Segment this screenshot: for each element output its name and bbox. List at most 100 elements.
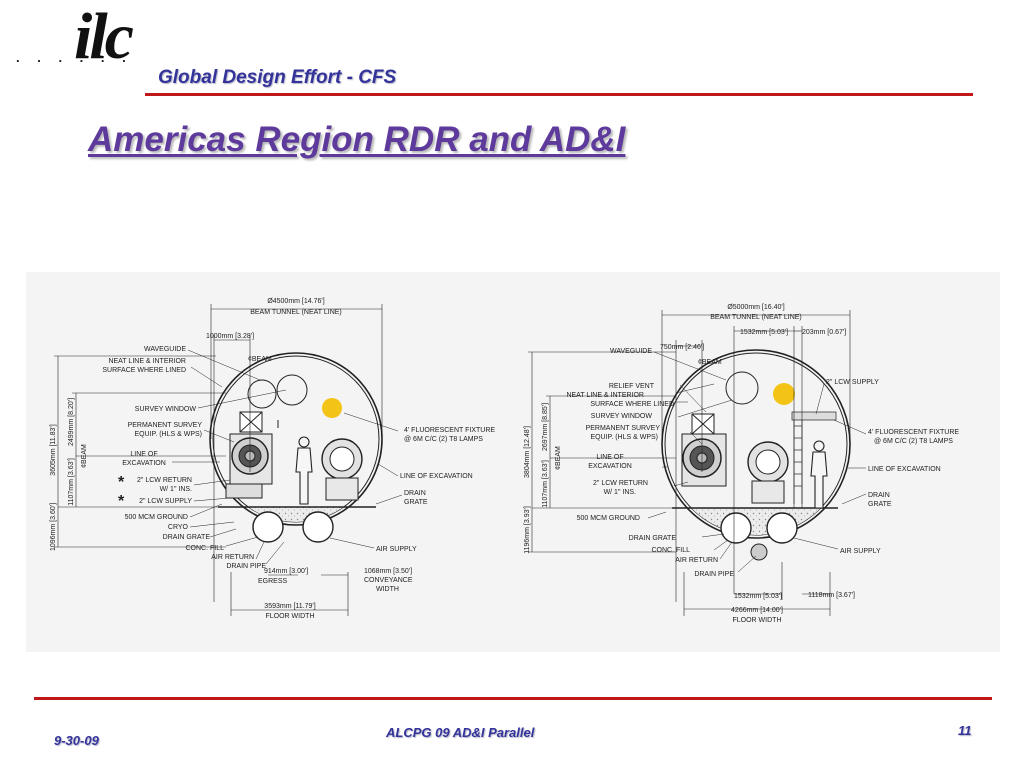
- left-drain-grate-label: DRAIN GRATE: [163, 534, 211, 541]
- footer-date: 9-30-09: [54, 733, 99, 748]
- left-concrete-fill: [213, 507, 379, 522]
- right-floor-width-label: FLOOR WIDTH: [733, 617, 782, 624]
- right-dim-750: 750mm [2.46']: [660, 344, 704, 351]
- right-drain-label-2: GRATE: [868, 501, 892, 508]
- left-waveguide-label: WAVEGUIDE: [144, 346, 186, 353]
- right-dim-2697: 2697mm [8.85']: [542, 403, 549, 451]
- left-air-supply-label: AIR SUPPLY: [376, 546, 417, 553]
- right-neat-line-label-1: NEAT LINE & INTERIOR: [566, 392, 644, 399]
- left-lcw-supply-label: 2" LCW SUPPLY: [139, 498, 192, 505]
- right-neat-line-label-2: SURFACE WHERE LINED: [590, 401, 674, 408]
- left-fluor-label-2: @ 6M C/C (2) T8 LAMPS: [404, 436, 483, 443]
- left-floor-width-label: FLOOR WIDTH: [266, 613, 315, 620]
- left-waveguide: [247, 379, 277, 409]
- right-rf-equipment: [747, 441, 789, 504]
- right-tunnel-section: [528, 310, 867, 616]
- tunnel-cross-sections-svg: Ø4500mm [14.76'] BEAM TUNNEL (NEAT LINE)…: [50, 298, 959, 624]
- right-lcw-return-1: 2" LCW RETURN: [593, 480, 648, 487]
- left-neat-line-label-2: SURFACE WHERE LINED: [102, 367, 186, 374]
- right-dim-3804: 3804mm [12.48']: [524, 426, 531, 478]
- left-asterisk-2: *: [118, 493, 125, 510]
- right-waveguide-label: WAVEGUIDE: [610, 348, 652, 355]
- right-conc-fill-label: CONC. FILL: [651, 547, 690, 554]
- right-air-supply-label: AIR SUPPLY: [840, 548, 881, 555]
- left-beam-tunnel-label: BEAM TUNNEL (NEAT LINE): [250, 309, 342, 316]
- footer-rule: [34, 697, 992, 700]
- page-number: 11: [958, 723, 972, 738]
- left-survey-window: [276, 374, 308, 406]
- right-perm-survey-2: EQUIP. (HLS & WPS): [590, 434, 658, 441]
- left-air-supply-duct: [302, 511, 334, 543]
- header-title: Global Design Effort - CFS: [158, 67, 397, 88]
- right-dim-203: 203mm [0.67']: [802, 329, 846, 336]
- left-rf-equipment: [321, 438, 363, 501]
- left-person-figure: [295, 436, 313, 505]
- left-cryomodule: [225, 411, 273, 499]
- left-fluor-label-1: 4' FLUORESCENT FIXTURE: [404, 427, 495, 434]
- left-dim-3605: 3605mm [11.83']: [50, 424, 57, 475]
- right-drain-pipe-label: DRAIN PIPE: [694, 571, 734, 578]
- left-line-excavation-label: LINE OF EXCAVATION: [400, 473, 473, 480]
- right-dim-diameter: Ø5000mm [16.40']: [727, 304, 784, 311]
- logo-dots: . . . . . .: [16, 50, 133, 65]
- right-dim-1196: 1196mm [3.93']: [524, 506, 531, 554]
- left-dim-1068: 1068mm [3.50']: [364, 568, 412, 575]
- right-beam-vertical-label: ¢BEAM: [555, 446, 562, 470]
- left-drain-pipe-label: DRAIN PIPE: [226, 563, 266, 570]
- left-drain-label-2: GRATE: [404, 499, 428, 506]
- right-air-supply-duct: [766, 512, 798, 544]
- right-drain-grate-label: DRAIN GRATE: [629, 535, 677, 542]
- left-perm-survey-1: PERMANENT SURVEY: [128, 422, 203, 429]
- left-neat-line-label-1: NEAT LINE & INTERIOR: [108, 358, 186, 365]
- right-fluor-label-2: @ 6M C/C (2) T8 LAMPS: [874, 438, 953, 445]
- left-beam-label: ¢BEAM: [248, 356, 272, 363]
- right-air-return-label: AIR RETURN: [675, 557, 718, 564]
- right-dim-4266: 4266mm [14.00']: [731, 607, 783, 614]
- footer-event-title: ALCPG 09 AD&I Parallel: [386, 725, 535, 740]
- right-relief-vent-label: RELIEF VENT: [609, 383, 655, 390]
- right-air-return-duct: [720, 512, 752, 544]
- left-line-of-2: EXCAVATION: [122, 460, 166, 467]
- right-waveguide: [725, 371, 759, 405]
- right-line-of-1: LINE OF: [596, 454, 623, 461]
- left-dim-diameter: Ø4500mm [14.76']: [267, 298, 324, 305]
- left-mcm-ground-label: 500 MCM GROUND: [125, 514, 188, 521]
- left-asterisk-1: *: [118, 474, 125, 491]
- right-dim-1532-bottom: 1532mm [5.03']: [734, 593, 782, 600]
- right-labels: Ø5000mm [16.40'] BEAM TUNNEL (NEAT LINE)…: [524, 304, 959, 624]
- right-cryomodule: [681, 413, 727, 487]
- left-dim-2499: 2499mm [8.20']: [68, 398, 75, 446]
- left-fluorescent-fixture: [322, 398, 342, 418]
- left-air-return-label: AIR RETURN: [211, 554, 254, 561]
- left-egress-label: EGRESS: [258, 578, 288, 585]
- left-conveyance-label: CONVEYANCE: [364, 577, 413, 584]
- right-beam-label: ¢BEAM: [698, 359, 722, 366]
- left-perm-survey-2: EQUIP. (HLS & WPS): [134, 431, 202, 438]
- right-beam-tunnel-label: BEAM TUNNEL (NEAT LINE): [710, 314, 802, 321]
- left-dim-3593: 3593mm [11.79']: [264, 603, 315, 610]
- left-cryo-label: CRYO: [168, 524, 189, 531]
- right-person-figure: [810, 440, 828, 509]
- right-mcm-ground-label: 500 MCM GROUND: [577, 515, 640, 522]
- left-width-label: WIDTH: [376, 586, 399, 593]
- left-dim-1107: 1107mm [3.63']: [68, 458, 75, 506]
- right-dim-1118: 1118mm [3.67']: [808, 592, 855, 599]
- right-lcw-return-2: W/ 1" INS.: [604, 489, 636, 496]
- right-line-excavation-label: LINE OF EXCAVATION: [868, 466, 941, 473]
- left-dim-1096: 1096mm [3.60']: [50, 503, 57, 551]
- right-dim-1532-top: 1532mm [5.03']: [740, 329, 788, 336]
- left-survey-window-label: SURVEY WINDOW: [135, 406, 197, 413]
- left-air-return-duct: [252, 511, 284, 543]
- left-lcw-return-2: W/ 1" INS.: [160, 486, 192, 493]
- left-beam-vertical-label: ¢BEAM: [81, 444, 88, 468]
- slide-title: Americas Region RDR and AD&I: [88, 120, 626, 159]
- left-lcw-return-1: 2" LCW RETURN: [137, 477, 192, 484]
- tunnel-cross-section-panel: Ø4500mm [14.76'] BEAM TUNNEL (NEAT LINE)…: [26, 272, 1000, 652]
- left-drain-label-1: DRAIN: [404, 490, 426, 497]
- header-rule: [145, 93, 973, 96]
- left-dim-914: 914mm [3.00']: [264, 568, 308, 575]
- right-drain-label-1: DRAIN: [868, 492, 890, 499]
- right-lcw-supply-label: 2" LCW SUPPLY: [826, 379, 879, 386]
- right-dim-1107: 1107mm [3.63']: [542, 460, 549, 508]
- right-fluorescent-fixture: [773, 383, 795, 405]
